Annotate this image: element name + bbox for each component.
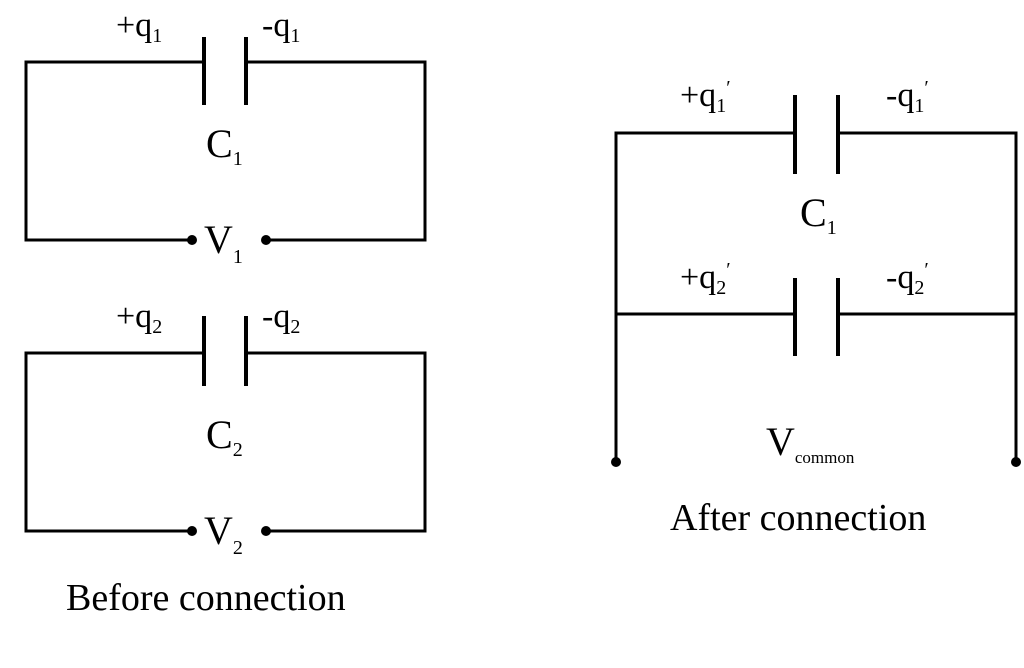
- terminal-v1-right: [261, 235, 271, 245]
- wire-c1-right: [244, 60, 427, 242]
- capacitor-label-after-c1: C1: [800, 190, 837, 239]
- terminal-common-left: [611, 457, 621, 467]
- circuit-before-c2: +q2 -q2 C2 V2: [24, 298, 427, 559]
- wire-c2-left: [24, 351, 206, 533]
- wire-after-right-rail: [836, 131, 1018, 462]
- caption-after: After connection: [670, 497, 926, 539]
- voltage-label-common: Vcommon: [766, 419, 855, 467]
- voltage-label-v1: V1: [204, 217, 243, 268]
- terminal-v1-left: [187, 235, 197, 245]
- wire-c1-left: [24, 60, 206, 242]
- charge-label-minus-q2: -q2: [262, 298, 300, 338]
- terminal-v2-right: [261, 526, 271, 536]
- wire-after-left-rail: [614, 131, 797, 462]
- charge-label-plus-q2-prime: +q2′: [680, 259, 731, 299]
- charge-label-minus-q1: -q1: [262, 7, 300, 47]
- caption-before: Before connection: [66, 577, 346, 619]
- circuit-after: +q1′ -q1′ C1 +q2′ -q2′ Vcommon: [611, 77, 1021, 467]
- charge-label-minus-q2-prime: -q2′: [886, 259, 929, 299]
- charge-label-plus-q2: +q2: [116, 298, 162, 338]
- charge-label-minus-q1-prime: -q1′: [886, 77, 929, 117]
- terminal-common-right: [1011, 457, 1021, 467]
- capacitor-label-c2: C2: [206, 412, 243, 461]
- charge-label-plus-q1-prime: +q1′: [680, 77, 731, 117]
- circuit-before-c1: +q1 -q1 C1 V1: [24, 7, 427, 268]
- terminal-v2-left: [187, 526, 197, 536]
- wire-c2-right: [244, 351, 427, 533]
- voltage-label-v2: V2: [204, 508, 243, 559]
- capacitor-label-c1: C1: [206, 121, 243, 170]
- charge-label-plus-q1: +q1: [116, 7, 162, 47]
